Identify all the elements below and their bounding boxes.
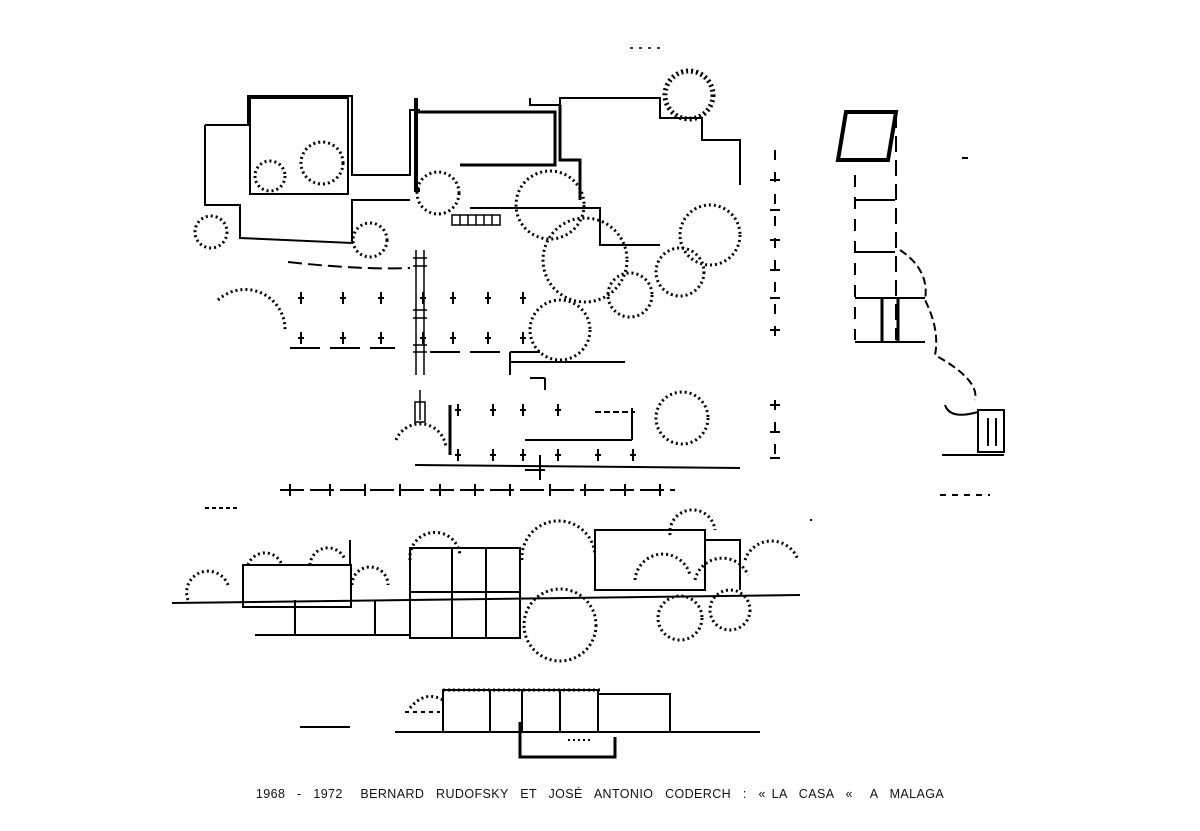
section-roof-wedge bbox=[835, 110, 899, 162]
tree-canopy bbox=[662, 68, 716, 122]
tree-canopy bbox=[193, 214, 229, 250]
tree-canopy bbox=[678, 203, 742, 267]
plan-trees bbox=[193, 68, 742, 449]
site-plan bbox=[204, 47, 780, 509]
tree-canopy bbox=[541, 216, 629, 304]
tree-canopy bbox=[654, 390, 710, 446]
elevation-block-right bbox=[594, 529, 706, 591]
tree-canopy bbox=[299, 140, 345, 186]
plan-main-block-right bbox=[529, 97, 741, 185]
section-base-box bbox=[977, 409, 1005, 453]
tree-canopy bbox=[253, 159, 287, 193]
elevation-block-left bbox=[242, 564, 352, 608]
tree-canopy bbox=[394, 422, 448, 449]
plan-vertical-stairs bbox=[413, 250, 427, 423]
elevation bbox=[171, 519, 812, 639]
section-terrain-line bbox=[899, 249, 977, 401]
section-pool bbox=[518, 722, 617, 759]
plan-terrace-line bbox=[470, 207, 660, 246]
tree-canopy bbox=[514, 169, 586, 241]
tree-canopy bbox=[216, 288, 287, 331]
tree-canopy bbox=[654, 246, 706, 298]
plan-main-block-step bbox=[558, 105, 582, 200]
elevation-trees bbox=[185, 508, 800, 663]
plan-stairs bbox=[451, 214, 501, 226]
plan-dimension-line bbox=[205, 47, 675, 509]
tree-canopy bbox=[351, 221, 389, 259]
plan-main-block-wall bbox=[414, 98, 420, 192]
plan-outline-left-lower bbox=[204, 125, 410, 245]
side-section bbox=[835, 110, 1005, 496]
plan-curved-path bbox=[287, 261, 411, 270]
plan-outline-left-wing bbox=[205, 95, 420, 176]
plan-column-grid bbox=[290, 347, 741, 480]
tree-canopy bbox=[528, 298, 592, 362]
plan-right-edge bbox=[770, 150, 780, 465]
lower-section-foliage bbox=[408, 688, 600, 709]
tree-canopy bbox=[606, 271, 654, 319]
plan-main-block-top bbox=[416, 110, 557, 167]
plan-patio bbox=[249, 97, 349, 195]
tree-canopy bbox=[415, 170, 461, 216]
plan-column-dots bbox=[298, 292, 636, 461]
drawing-caption: 1968 - 1972 BERNARD RUDOFSKY ET JOSÉ ANT… bbox=[255, 787, 945, 801]
lower-section bbox=[300, 689, 760, 759]
